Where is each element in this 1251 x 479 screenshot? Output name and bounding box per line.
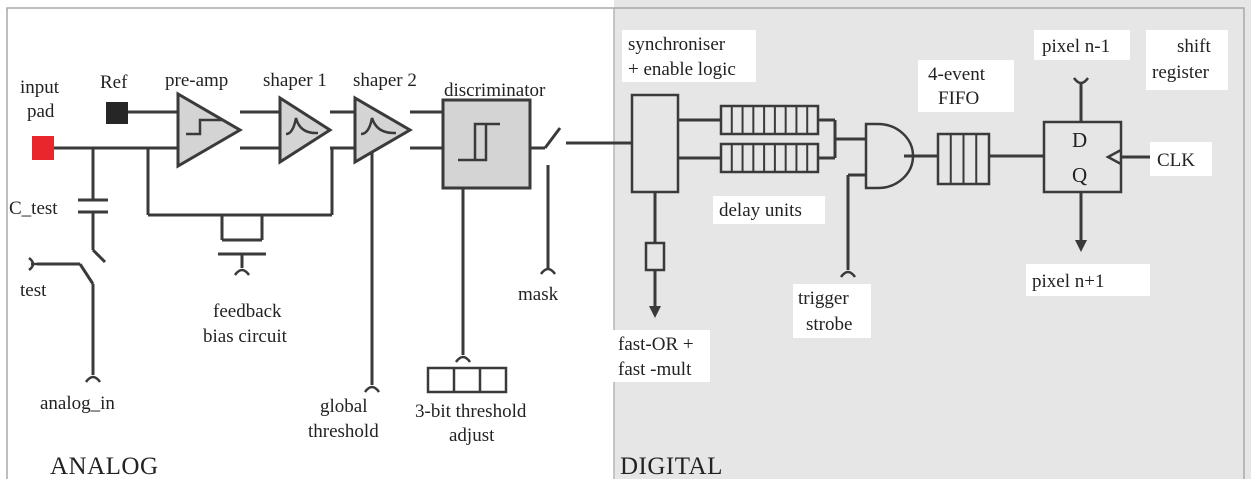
fifo-ticks [949, 134, 978, 184]
label-backgrounds [612, 30, 1228, 382]
ref-label: Ref [100, 72, 128, 93]
clk-label: CLK [1157, 150, 1195, 171]
and-gate [864, 122, 915, 190]
threshold-adjust-label-line1: 3-bit threshold [415, 401, 527, 422]
trigger-label-line1: trigger [798, 288, 849, 309]
clock-input-marker [1105, 148, 1122, 166]
global-threshold-label-line1: global [320, 396, 368, 417]
pixel-next-label: pixel n+1 [1032, 271, 1104, 292]
fast-or-buffer [644, 241, 666, 272]
pixel-prev-label: pixel n-1 [1042, 36, 1110, 57]
fifo-label-line1: 4-event [928, 64, 986, 85]
digital-wires [653, 84, 1150, 308]
analog-in-label: analog_in [40, 393, 115, 414]
digital-section-label: DIGITAL [620, 453, 723, 479]
input-pad [32, 136, 54, 160]
threshold-adjust-register [426, 366, 508, 394]
delay-unit-lower [719, 142, 820, 174]
fifo-label-line2: FIFO [938, 88, 979, 109]
fast-or-label-line1: fast-OR + [618, 334, 694, 355]
analog-wires [37, 110, 632, 385]
mask-label: mask [518, 284, 559, 305]
c-test-label: C_test [9, 198, 58, 219]
delay-unit-ticks [730, 106, 809, 172]
feedback-label-line2: bias circuit [203, 326, 288, 347]
shift-register-flipflop [1042, 120, 1123, 194]
synchroniser-label-line1: synchroniser [628, 34, 726, 55]
fast-or-label-line2: fast -mult [618, 359, 692, 380]
delay-units-label: delay units [719, 200, 802, 221]
delay-unit-upper [719, 104, 820, 136]
discriminator-block [441, 98, 532, 190]
digital-arrows [649, 77, 1090, 318]
shaper2-triangle [353, 95, 413, 165]
threshold-adjust-label-line2: adjust [449, 425, 495, 446]
shaper1-label: shaper 1 [263, 70, 327, 91]
discriminator-label: discriminator [444, 80, 546, 101]
flipflop-q-label: Q [1072, 163, 1087, 187]
pre-amp-label: pre-amp [165, 70, 228, 91]
synchroniser-block [630, 93, 680, 194]
pre-amp-triangle [176, 91, 243, 169]
shift-register-label-line1: shift [1177, 36, 1212, 57]
diagram-frame [6, 7, 1245, 479]
ref-pad [106, 102, 128, 124]
analog-section-label: ANALOG [50, 453, 159, 479]
shaper1-triangle [278, 95, 333, 165]
flipflop-d-label: D [1072, 128, 1087, 152]
synchroniser-label-line2: + enable logic [628, 59, 736, 80]
analog-section-background [0, 0, 614, 479]
terminal-hooks [28, 257, 557, 393]
shift-register-label-line2: register [1152, 62, 1210, 83]
input-pad-label-line1: input [20, 77, 60, 98]
test-label: test [20, 280, 47, 301]
shaper2-label: shaper 2 [353, 70, 417, 91]
global-threshold-label-line2: threshold [308, 421, 379, 442]
input-pad-label-line2: pad [27, 101, 55, 122]
feedback-label-line1: feedback [213, 301, 282, 322]
trigger-label-line2: strobe [806, 314, 852, 335]
